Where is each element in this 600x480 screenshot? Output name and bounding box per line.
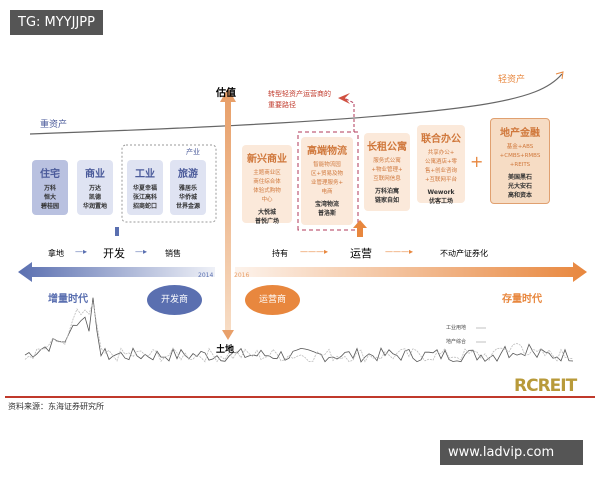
value-axis-down-arrowhead <box>222 330 234 340</box>
flow-step-hold: 持有 <box>272 249 288 258</box>
sector-title: 旅游 <box>178 169 198 180</box>
sector-title: 地产金融 <box>500 128 540 139</box>
sector-box: 住宅万科 恒大 碧桂园 <box>32 160 68 215</box>
sector-companies: 宝湾物流 普洛斯 <box>314 201 339 217</box>
value-axis <box>225 100 231 330</box>
sector-title: 商业 <box>85 169 105 180</box>
value-axis-up-arrowhead <box>220 88 236 102</box>
axis-label-land: 土地 <box>216 345 235 355</box>
sector-description: 共享办公+ 公寓酒店+零 售+创业咨询 +互联网平台 <box>424 150 458 183</box>
sector-box: 旅游雅居乐 华侨城 世界金源 <box>170 160 206 215</box>
year-2014: 2014 <box>198 272 214 279</box>
arrow-icon: ———▸ <box>385 247 414 256</box>
sector-companies: 大悦城 普悦广场 <box>254 209 279 225</box>
sector-box: 高端物流智能物流园 区+贸易及物 业管理服务+ 电商宝湾物流 普洛斯 <box>301 137 353 225</box>
sector-title: 工业 <box>135 169 155 180</box>
arrow-icon: ———▸ <box>300 247 329 256</box>
light-asset-label: 轻资产 <box>498 75 526 85</box>
path-note-arrowhead <box>338 93 350 104</box>
sector-companies: 万科 恒大 碧桂园 <box>40 185 59 210</box>
role-operator: 运营商 <box>245 285 300 315</box>
heavy-asset-label: 重资产 <box>40 120 68 130</box>
path-note: 转型轻资产运营商的重要路径 <box>268 90 331 109</box>
series-line-real-estate <box>24 302 574 363</box>
sector-box: 长租公寓服务式公寓 +物业管理+ 互联网信息万科泊寓 链家自如 <box>364 133 410 211</box>
source-note: 资料来源：东海证券研究所 <box>8 402 104 411</box>
watermark-bottom: www.ladvip.com <box>440 440 583 465</box>
sector-description: 服务式公寓 +物业管理+ 互联网信息 <box>371 158 403 182</box>
path-note-dashed-line <box>297 131 359 231</box>
sector-description: 主题商业区 商住综合体 体验式购物 中心 <box>253 170 281 203</box>
sector-description: 基金+ABS +CMBS+RMBS +REITS <box>499 144 541 168</box>
arrow-icon: —▸ <box>75 247 88 256</box>
sector-companies: Wework 优客工场 <box>427 189 455 205</box>
arrow-icon: —▸ <box>135 247 148 256</box>
sector-box: 新兴商业主题商业区 商住综合体 体验式购物 中心大悦城 普悦广场 <box>242 145 292 225</box>
sector-box: 商业万达 凯德 华润置地 <box>77 160 113 215</box>
sector-companies: 雅居乐 华侨城 世界金源 <box>175 185 200 210</box>
rcreit-logo: RCREIT <box>514 376 577 396</box>
flow-step-sell: 销售 <box>165 249 181 258</box>
sector-title: 高端物流 <box>307 146 347 157</box>
asset-curve <box>29 73 563 135</box>
sector-description: 智能物流园 区+贸易及物 业管理服务+ 电商 <box>310 162 344 195</box>
industry-group-outline <box>121 144 217 223</box>
legend-real-estate: 地产综合 <box>446 339 467 345</box>
axis-label-valuation: 估值 <box>216 88 236 99</box>
era-arrow-left <box>18 262 215 282</box>
flow-step-land: 拿地 <box>48 249 64 258</box>
year-2016: 2016 <box>234 272 250 279</box>
watermark-top: TG: MYYJJPP <box>10 10 103 35</box>
role-developer: 开发商 <box>147 285 202 315</box>
sector-title: 住宅 <box>40 169 60 180</box>
plus-sign: + <box>470 152 484 171</box>
sector-title: 新兴商业 <box>247 154 287 165</box>
sector-title: 联合办公 <box>421 134 461 145</box>
industry-label: 产业 <box>186 148 200 156</box>
sector-companies: 万达 凯德 华润置地 <box>82 185 107 210</box>
sector-box: 工业华夏幸福 张江高科 招商蛇口 <box>127 160 163 215</box>
era-arrow-right <box>235 262 587 282</box>
sector-box: 联合办公共享办公+ 公寓酒店+零 售+创业咨询 +互联网平台 Wework 优客工… <box>417 125 465 205</box>
legend-industrial-land: 工业用地 <box>446 325 467 331</box>
sector-companies: 美国黑石 光大安石 高和资本 <box>507 174 532 199</box>
series-line-industrial <box>24 297 574 363</box>
era-stock: 存量时代 <box>502 294 542 305</box>
sector-box: 地产金融基金+ABS +CMBS+RMBS +REITS 美国黑石 光大安石 高和… <box>490 118 550 204</box>
sector-companies: 万科泊寓 链家自如 <box>374 188 399 204</box>
sector-companies: 华夏幸福 张江高科 招商蛇口 <box>132 185 157 210</box>
asset-curve-arrowhead <box>555 71 564 80</box>
flow-step-securitize: 不动产证券化 <box>440 249 488 258</box>
flow-step-operate: 运营 <box>350 247 372 260</box>
sector-title: 长租公寓 <box>367 142 407 153</box>
era-incremental: 增量时代 <box>48 294 88 305</box>
flow-step-develop: 开发 <box>103 247 125 260</box>
